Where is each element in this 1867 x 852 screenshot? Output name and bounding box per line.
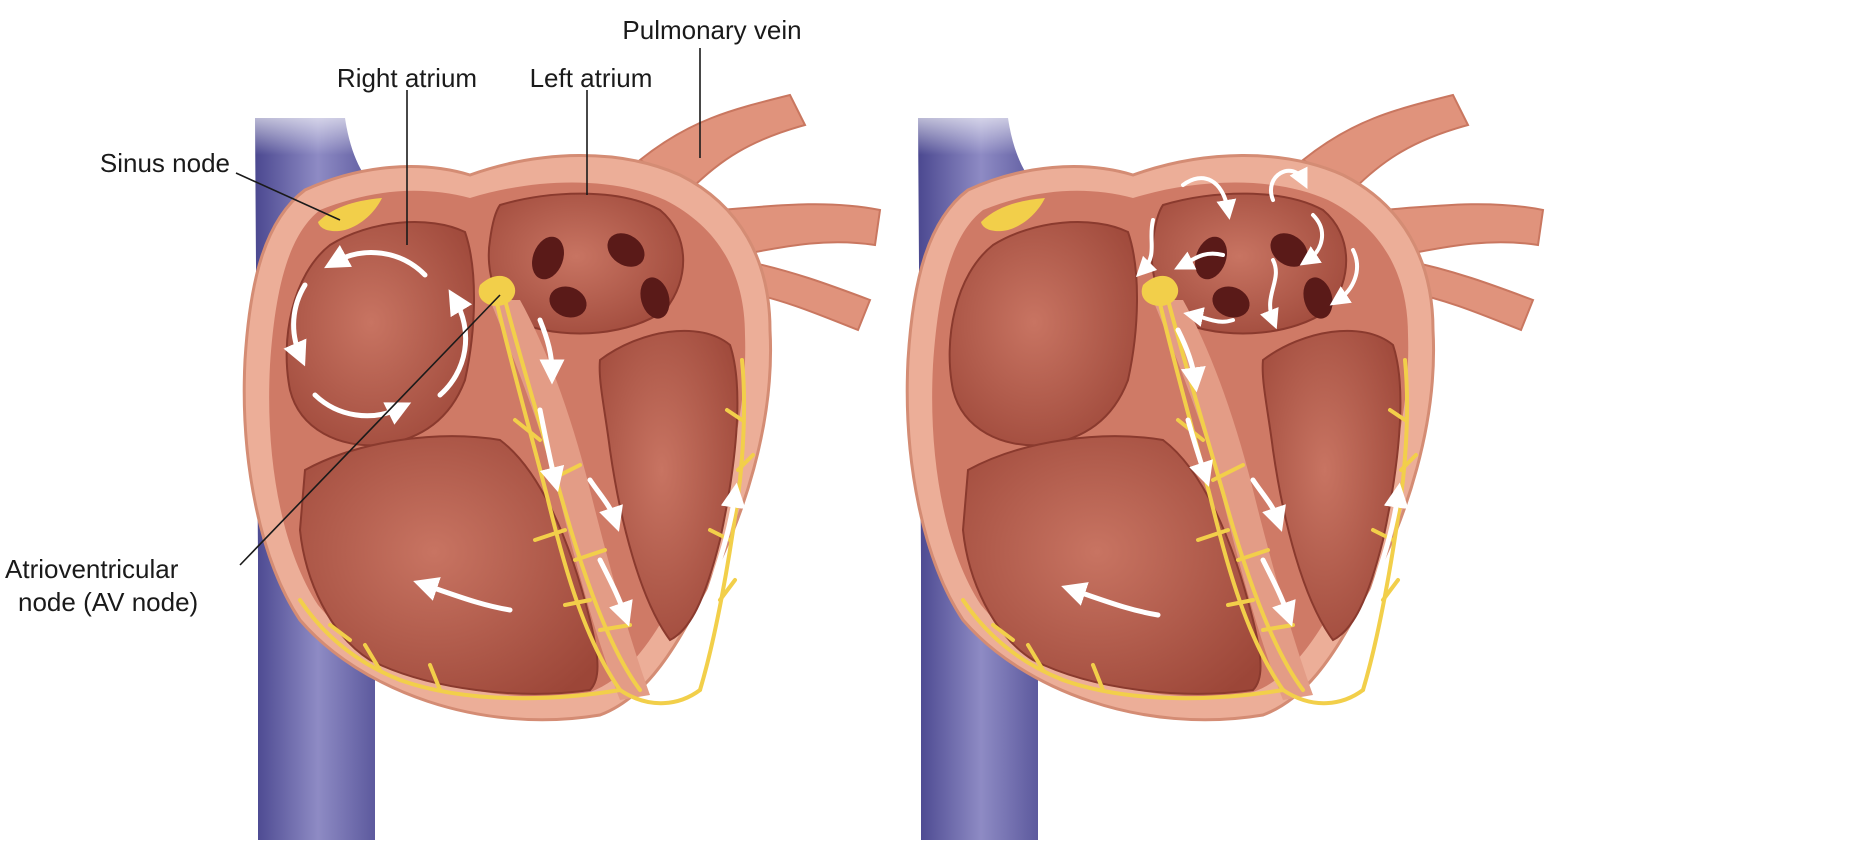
label-left-atrium: Left atrium xyxy=(530,63,653,93)
label-av-node-line2: node (AV node) xyxy=(18,587,198,617)
heart-atrial-fibrillation xyxy=(907,95,1543,840)
heart-normal-rhythm xyxy=(244,95,880,840)
label-av-node-line1: Atrioventricular xyxy=(5,554,179,584)
label-sinus-node: Sinus node xyxy=(100,148,230,178)
label-right-atrium: Right atrium xyxy=(337,63,477,93)
label-pulmonary-vein: Pulmonary vein xyxy=(622,15,801,45)
